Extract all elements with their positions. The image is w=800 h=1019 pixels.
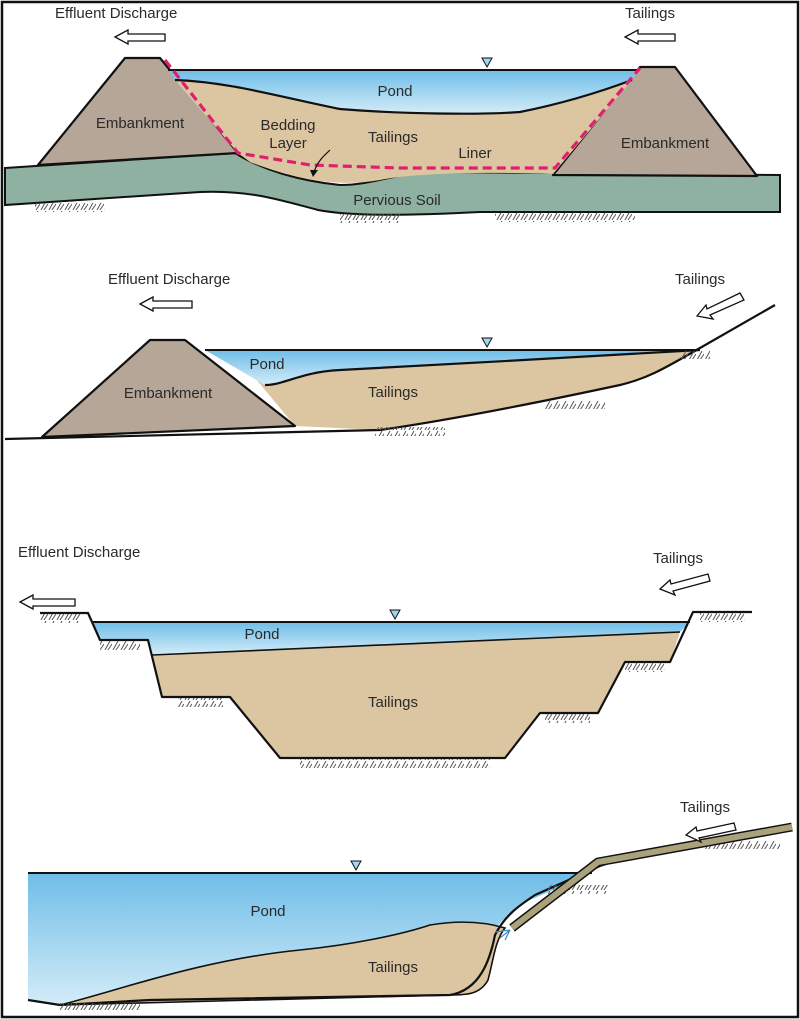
pervious-soil-label: Pervious Soil [353, 192, 441, 209]
ground-hatch [705, 840, 780, 849]
water-level-icon [481, 337, 493, 349]
ground-hatch [300, 759, 490, 768]
ground-line [4, 304, 776, 441]
effluent-arrow-icon [18, 593, 76, 611]
water-level-icon [481, 57, 493, 69]
effluent-arrow-icon [138, 295, 193, 313]
tailings-label: Tailings [368, 129, 418, 146]
ground-hatch [700, 613, 745, 622]
ground-hatch [340, 214, 400, 223]
tailings-inflow-label: Tailings [653, 550, 703, 567]
embankment [40, 338, 297, 439]
panel-hillside-discharge: Tailings Pond Tailings [27, 799, 793, 1011]
pond-water [93, 622, 690, 655]
pit-outline [40, 610, 752, 760]
ground-hatch [548, 885, 608, 894]
tailings-surface [151, 631, 681, 656]
tailings-inflow-arrow-icon [658, 573, 711, 597]
ground-hatch [178, 698, 223, 707]
liner-label: Liner [458, 145, 491, 162]
tailings-label: Tailings [368, 384, 418, 401]
pond-water [28, 873, 592, 1005]
embankment-label: Embankment [124, 385, 213, 402]
ground-hatch [35, 203, 105, 212]
water-level-icon [389, 609, 401, 621]
tailings-deposit [59, 921, 507, 1006]
panel-below-grade-pit: Effluent Discharge Tailings Pond Tailing… [18, 544, 752, 768]
tailings-inflow-arrow-icon [695, 292, 745, 320]
effluent-arrow-icon [113, 28, 166, 46]
ground-hatch [680, 350, 710, 359]
pond-label: Pond [244, 626, 279, 643]
water-level-icon [350, 860, 362, 872]
tailings-inflow-arrow-icon [684, 822, 737, 844]
discharge-spray-icon [494, 929, 511, 941]
embankment-left-label: Embankment [96, 115, 185, 132]
panel-lined-embankment-impoundment: Effluent Discharge Tailings Pond Embankm… [4, 5, 781, 223]
pond-label: Pond [249, 356, 284, 373]
ground-hatch [545, 400, 605, 409]
ground-hatch [625, 663, 665, 672]
pointer-arrowhead-icon [310, 170, 318, 177]
pond-water [205, 350, 700, 385]
tailings-inflow-label: Tailings [680, 799, 730, 816]
tailings-label: Tailings [368, 694, 418, 711]
embankment-right-label: Embankment [621, 135, 710, 152]
ground-hatch [545, 714, 590, 723]
tailings-label: Tailings [368, 959, 418, 976]
bedding-layer-label-line2: Layer [269, 135, 307, 152]
pervious-soil-layer [4, 151, 781, 216]
ground-hatch [375, 427, 445, 436]
effluent-discharge-label: Effluent Discharge [18, 544, 140, 561]
effluent-discharge-label: Effluent Discharge [55, 5, 177, 22]
tailings-surface [264, 348, 701, 387]
embankment-left [36, 56, 240, 167]
pond-water [168, 70, 640, 114]
tailings-inflow-arrow-icon [623, 28, 676, 46]
ground-hatch [495, 213, 635, 222]
tailings-deposit [175, 80, 632, 183]
ground-hatch [60, 1003, 140, 1011]
tailings-surface [174, 78, 633, 115]
panel-cross-valley-impoundment: Effluent Discharge Tailings Pond Embankm… [4, 271, 776, 441]
bedding-layer-label-line1: Bedding [260, 117, 315, 134]
tailings-pipe-fill [510, 824, 793, 931]
ground-hatch [100, 641, 140, 650]
tailings-inflow-label: Tailings [675, 271, 725, 288]
effluent-discharge-label: Effluent Discharge [108, 271, 230, 288]
tailings-inflow-label: Tailings [625, 5, 675, 22]
liner-line [163, 59, 642, 170]
pond-label: Pond [377, 83, 412, 100]
ground-hatch [40, 614, 80, 623]
pond-label: Pond [250, 903, 285, 920]
tailings-deposit [152, 632, 680, 758]
bedding-pointer-icon [313, 149, 331, 173]
